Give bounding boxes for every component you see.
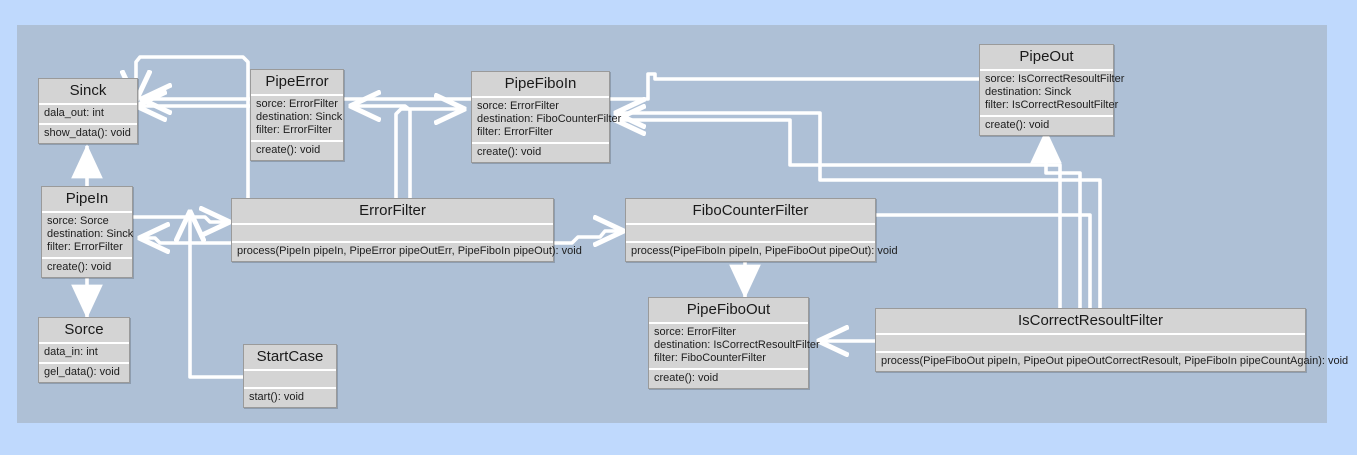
class-box-start_case[interactable]: StartCase start(): void (243, 344, 337, 409)
class-name-pipe_in: PipeIn (42, 187, 132, 214)
class-box-is_correct_resoult_filter[interactable]: IsCorrectResoultFilter process(PipeFiboOu… (875, 308, 1349, 373)
class-name-is_correct_resoult_filter: IsCorrectResoultFilter (876, 309, 1305, 336)
attribute-row: filter: FiboCounterFilter (654, 352, 766, 365)
operation-row: process(PipeFiboOut pipeIn, PipeOut pipe… (881, 355, 1349, 368)
class-attributes-error_filter (232, 225, 553, 244)
class-name-fibo_counter_filter: FiboCounterFilter (626, 199, 875, 226)
class-operations-pipe_fibo_in: create(): void (472, 144, 609, 162)
operation-row: gel_data(): void (44, 366, 120, 379)
attribute-row: sorce: IsCorrectResoultFilter (985, 73, 1125, 86)
attribute-row: data_in: int (44, 346, 98, 359)
class-operations-error_filter: process(PipeIn pipeIn, PipeError pipeOut… (232, 243, 582, 261)
class-attributes-fibo_counter_filter (626, 225, 875, 244)
attribute-row: sorce: ErrorFilter (256, 98, 338, 111)
class-attributes-start_case (244, 371, 336, 390)
operation-row: create(): void (477, 146, 542, 159)
class-operations-pipe_error: create(): void (251, 142, 343, 160)
operation-row: create(): void (985, 119, 1050, 132)
class-name-pipe_fibo_in: PipeFiboIn (472, 72, 609, 99)
class-box-fibo_counter_filter[interactable]: FiboCounterFilter process(PipeFiboIn pipe… (625, 198, 898, 263)
attribute-row: destination: Sinck (47, 228, 134, 241)
attribute-row: filter: ErrorFilter (477, 126, 553, 139)
class-name-pipe_out: PipeOut (980, 45, 1113, 72)
class-attributes-sorce: data_in: int (39, 344, 129, 365)
operation-row: create(): void (256, 144, 321, 157)
class-box-error_filter[interactable]: ErrorFilter process(PipeIn pipeIn, PipeEr… (231, 198, 582, 263)
class-operations-is_correct_resoult_filter: process(PipeFiboOut pipeIn, PipeOut pipe… (876, 353, 1349, 371)
class-name-pipe_fibo_out: PipeFiboOut (649, 298, 808, 325)
attribute-row: sorce: Sorce (47, 215, 109, 228)
class-operations-pipe_fibo_out: create(): void (649, 370, 808, 388)
class-name-start_case: StartCase (244, 345, 336, 372)
attribute-row: filter: ErrorFilter (256, 124, 332, 137)
class-operations-fibo_counter_filter: process(PipeFiboIn pipeIn, PipeFiboOut p… (626, 243, 898, 261)
operation-row: create(): void (47, 261, 112, 274)
attribute-row: destination: FiboCounterFilter (477, 113, 622, 126)
class-name-error_filter: ErrorFilter (232, 199, 553, 226)
class-operations-start_case: start(): void (244, 389, 336, 407)
class-attributes-is_correct_resoult_filter (876, 335, 1305, 354)
class-name-sorce: Sorce (39, 318, 129, 345)
class-operations-sinck: show_data(): void (39, 125, 137, 143)
class-operations-sorce: gel_data(): void (39, 364, 129, 382)
operation-row: process(PipeFiboIn pipeIn, PipeFiboOut p… (631, 245, 898, 258)
class-attributes-sinck: dala_out: int (39, 105, 137, 126)
attribute-row: filter: IsCorrectResoultFilter (985, 99, 1119, 112)
attribute-row: filter: ErrorFilter (47, 241, 123, 254)
attribute-row: destination: Sinck (985, 86, 1072, 99)
operation-row: process(PipeIn pipeIn, PipeError pipeOut… (237, 245, 582, 258)
operation-row: create(): void (654, 372, 719, 385)
operation-row: start(): void (249, 391, 305, 404)
attribute-row: dala_out: int (44, 107, 104, 120)
class-name-sinck: Sinck (39, 79, 137, 106)
attribute-row: sorce: ErrorFilter (477, 100, 559, 113)
class-operations-pipe_in: create(): void (42, 259, 132, 277)
attribute-row: destination: Sinck (256, 111, 343, 124)
class-name-pipe_error: PipeError (251, 70, 343, 97)
operation-row: show_data(): void (44, 127, 131, 140)
class-operations-pipe_out: create(): void (980, 117, 1113, 135)
attribute-row: sorce: ErrorFilter (654, 326, 736, 339)
attribute-row: destination: IsCorrectResoultFilter (654, 339, 820, 352)
